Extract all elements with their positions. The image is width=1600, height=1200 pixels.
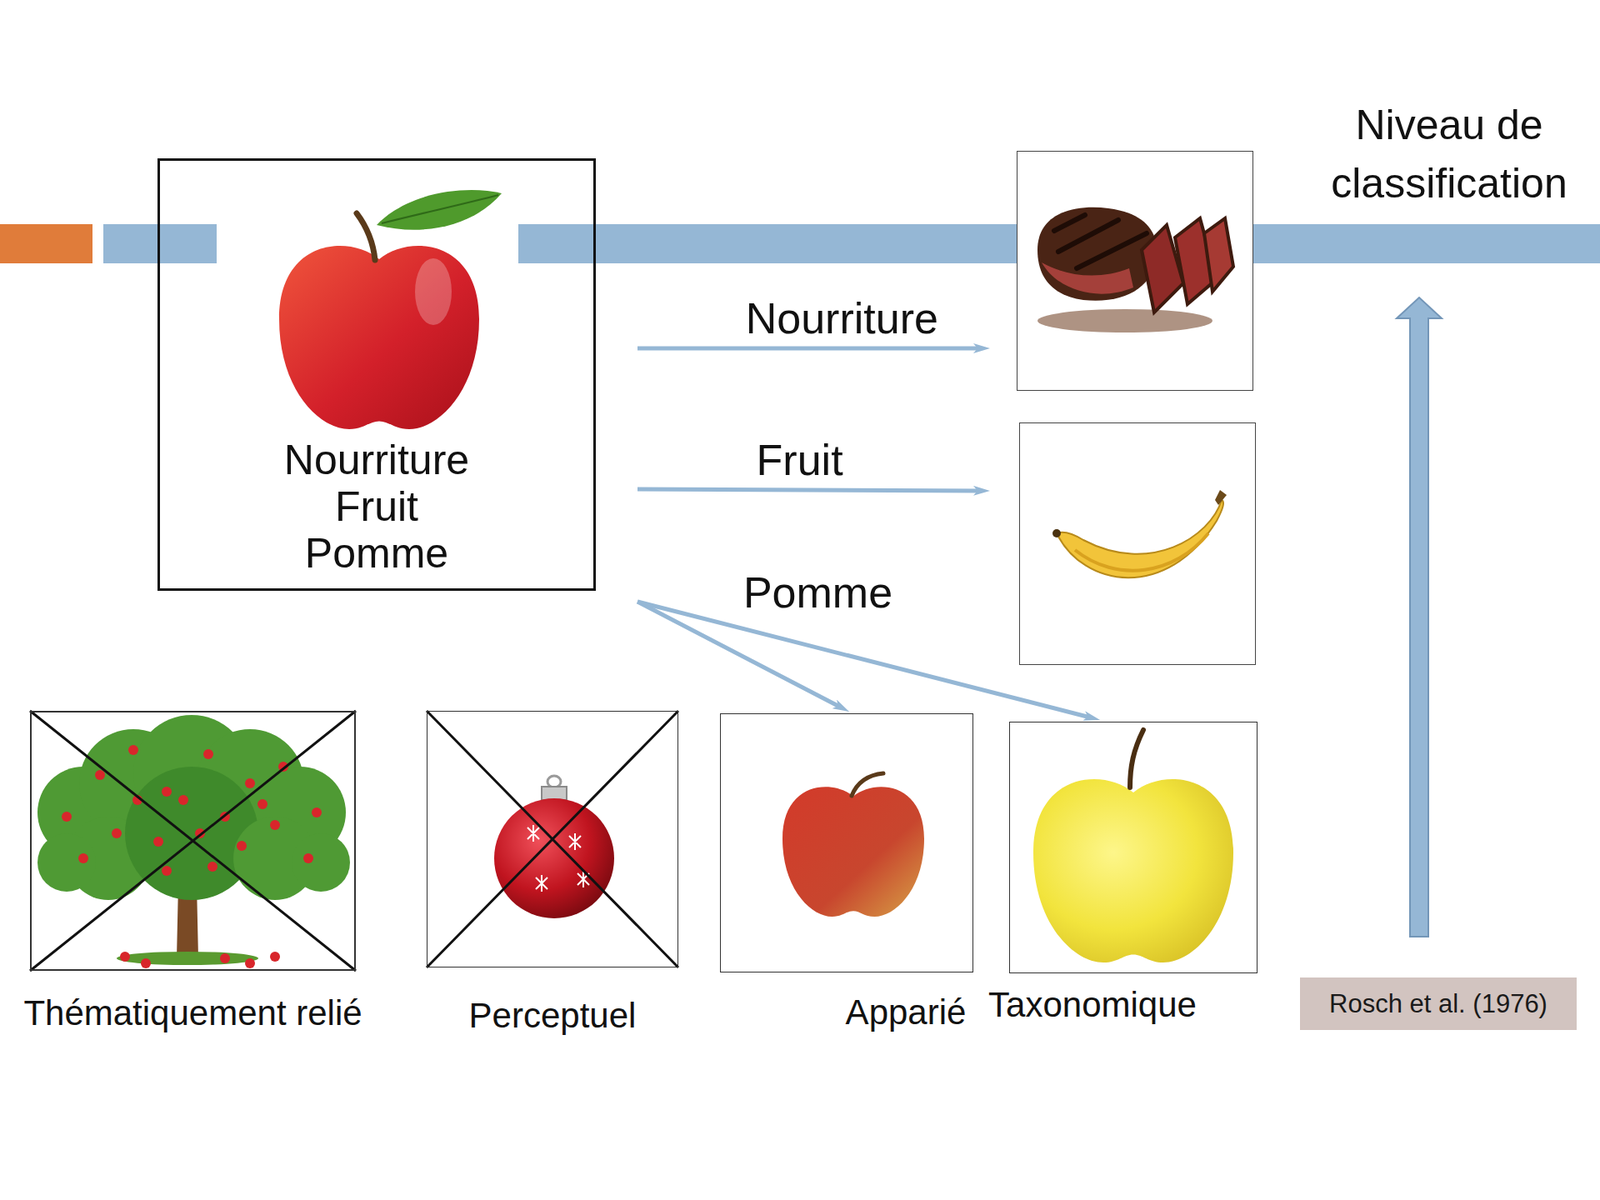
leaf-cluster [233,816,317,900]
tree-apple [153,836,164,847]
ornament-ball [494,798,615,919]
image-caption: Apparié [845,991,967,1034]
banana-shade [1075,533,1209,571]
fallen-apple [120,951,130,962]
ornament-picture [426,710,679,968]
apple-stem [1130,730,1144,788]
tree-apple [207,861,218,872]
classification-arrow [637,601,1090,718]
matched-image-box: Apparié [720,713,974,973]
level-name: Nourriture [284,436,470,484]
accent-bar [0,224,93,264]
apple-tree-picture [30,710,356,971]
reject-cross [426,710,679,968]
grill-marks [1054,215,1147,269]
apple-body [1033,779,1234,963]
reference-text: Rosch et al. (1976) [1329,987,1548,1021]
arrow-label: Fruit [756,438,844,482]
leaf-cluster [291,833,350,892]
tree-apple [61,811,72,822]
apple-card: NourritureFruitPomme [157,158,596,591]
tree-grass [116,951,259,965]
banana-body [1056,500,1224,578]
tree-apple [203,749,214,760]
steak-slice [1204,218,1234,292]
text-stack: NourritureFruitPomme [160,436,594,577]
fallen-apple [270,951,280,962]
level-name: Pomme [305,530,449,577]
level-name: Fruit [335,483,419,530]
tree-apple [161,786,172,797]
yellow-apple-picture [1033,730,1234,963]
ornament-hook [547,775,561,788]
image-caption: Taxonomique [988,984,1197,1026]
apple-leaf [376,190,502,230]
leaf-cluster [37,833,96,892]
reject-cross [30,710,356,971]
ornament-cap [541,786,567,800]
tree-apple [303,853,314,864]
classification-arrow [637,601,840,708]
picture-ground [216,190,519,434]
apple-body [279,245,480,430]
arrow-label: Nourriture [745,296,939,340]
fallen-apple [140,958,151,969]
banana-stalk [1215,490,1227,505]
arrow-label: Pomme [743,570,893,615]
leaf-vein [381,195,499,224]
picture-ground [1019,422,1256,665]
level-arrow [1396,297,1442,937]
tree-apple [245,778,255,789]
tree-apples [61,745,322,969]
tree-canopy [37,715,350,900]
tree-apple [270,820,280,830]
main-apple-picture [216,190,519,434]
apple-stem [851,773,884,796]
steak-image-box [1016,150,1254,391]
steak-juice [1037,309,1213,333]
tree-apple [178,795,189,805]
axis-title: Niveau de classification [1324,95,1575,213]
tree-apple [78,853,89,864]
classification-arrow [637,489,980,491]
apple-stem [356,213,375,260]
tree-apple [111,828,122,839]
classification-arrow [637,346,980,351]
perceptual-image-box: Perceptuel [426,710,679,968]
tree-apple [161,865,172,876]
fallen-apple [245,958,255,969]
taxonomic-image-box: Taxonomique [1009,721,1258,974]
banana-image-box [1019,422,1256,665]
steak-piece [1037,207,1157,301]
steak-picture [1016,150,1254,391]
tree-apple [236,840,247,851]
image-caption: Perceptuel [469,995,637,1037]
banana-picture [1019,422,1256,665]
image-caption: Thématiquement relié [23,992,362,1035]
banana-tip [1052,529,1061,538]
reference-box: Rosch et al. (1976) [1300,977,1577,1030]
tree-apple [311,807,322,818]
tree-apple [257,799,268,810]
thematic-image-box: Thématiquement relié [30,710,356,971]
red-apple-picture [782,773,925,917]
apple-body [782,786,925,917]
steak-cut-face [1041,262,1134,295]
tree-apple [128,745,139,755]
fallen-apple [220,953,230,964]
apple-highlight [415,258,452,325]
tree-apple [95,770,105,780]
picture-ground [1016,150,1254,391]
